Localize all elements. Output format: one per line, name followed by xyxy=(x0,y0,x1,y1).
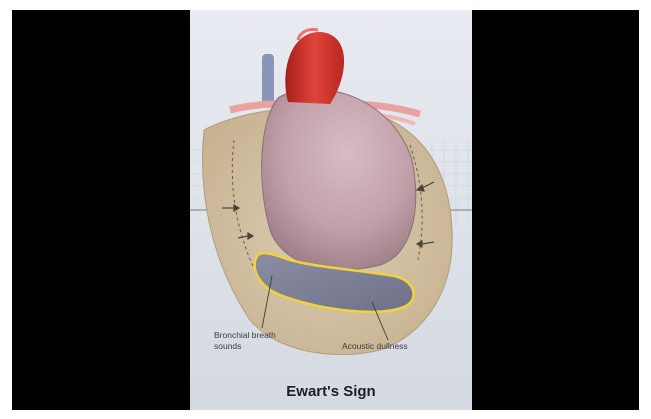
ewarts-sign-illustration: Bronchial breath sounds Acoustic dullnes… xyxy=(190,10,472,410)
vena-cava xyxy=(262,54,274,106)
bronchial-breath-sounds-label: Bronchial breath sounds xyxy=(214,330,304,352)
figure-title: Ewart's Sign xyxy=(190,383,472,400)
acoustic-dullness-label: Acoustic dullness xyxy=(342,341,432,352)
